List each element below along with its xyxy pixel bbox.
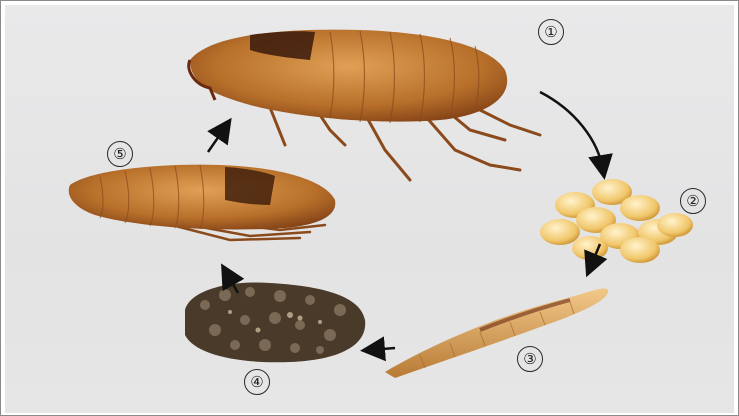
stage-label-3: ③ [517,346,543,372]
arrow-larva-to-pupa [370,348,395,350]
arrow-emerging-to-adult [208,126,226,152]
flea-pupa-cocoon [185,282,365,362]
emerging-adult-flea [69,165,336,240]
adult-flea [189,30,540,180]
flea-larva [385,288,608,378]
stage-label-2: ② [680,188,706,214]
stage-label-5: ⑤ [107,141,133,167]
stage-label-4: ④ [244,369,270,395]
flea-eggs [540,179,693,263]
stage-label-1: ① [538,19,564,45]
arrow-adult-to-eggs [540,92,603,170]
